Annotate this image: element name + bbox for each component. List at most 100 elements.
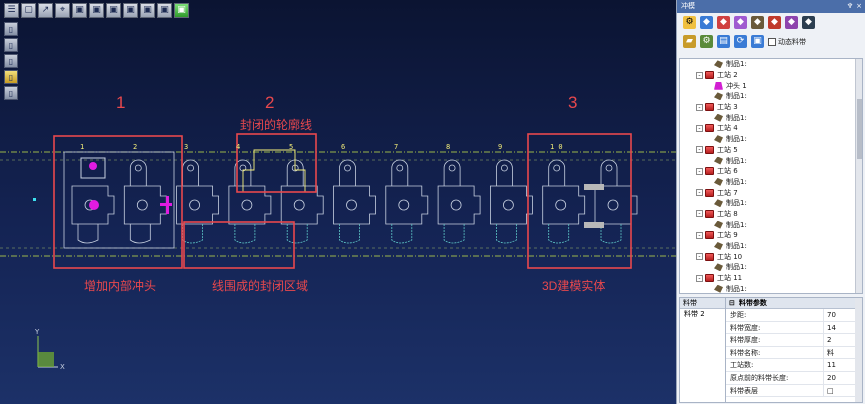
pan-icon[interactable]: ↗ <box>38 3 53 18</box>
layer-icon[interactable]: ▯ <box>4 38 18 52</box>
tree-station[interactable]: -工站 2 <box>680 70 862 81</box>
tree-label: 制品1: <box>726 242 747 251</box>
book-icon[interactable]: ▰ <box>683 35 696 48</box>
tree-leaf[interactable]: 制品1: <box>680 112 862 123</box>
prop-row[interactable]: 步距:70 <box>726 309 862 322</box>
props-scrollbar[interactable] <box>855 298 862 402</box>
prop-row[interactable]: 料带表层□ <box>726 384 862 398</box>
prop-value[interactable]: 2 <box>827 336 832 345</box>
tree-leaf[interactable]: 制品1: <box>680 155 862 166</box>
punch-icon[interactable]: ◆ <box>751 16 764 29</box>
strip-list-item[interactable]: 料带 2 <box>684 310 705 318</box>
refresh-icon[interactable]: ⟳ <box>734 35 747 48</box>
part-icon <box>714 199 723 208</box>
prop-value[interactable]: 14 <box>827 323 836 332</box>
tree-station[interactable]: -工站 8 <box>680 209 862 220</box>
part-icon <box>714 156 723 165</box>
prop-key: 工站数: <box>726 359 824 371</box>
tree-station[interactable]: - 工站 7 <box>680 187 862 198</box>
station-add-icon[interactable]: ◆ <box>717 16 730 29</box>
search-icon[interactable]: ⚙ <box>683 16 696 29</box>
collapse-icon[interactable]: - <box>696 210 703 218</box>
part-icon[interactable]: ◆ <box>734 16 747 29</box>
view-front-icon[interactable]: ▣ <box>89 3 104 18</box>
station-number: 9 <box>498 143 503 151</box>
prop-value[interactable]: □ <box>827 386 834 395</box>
report-icon[interactable]: ▣ <box>751 35 764 48</box>
close-icon[interactable]: × <box>856 2 862 10</box>
view-top-icon[interactable]: ▣ <box>106 3 121 18</box>
layer-icon[interactable]: ▯ <box>4 86 18 100</box>
axis-icon[interactable]: ⌖ <box>55 3 70 18</box>
station-icon <box>705 231 714 240</box>
collapse-icon[interactable]: - <box>696 253 703 261</box>
tree-leaf[interactable]: 制品1: <box>680 59 862 70</box>
tree-leaf[interactable]: 制品1: <box>680 177 862 188</box>
tree-station[interactable]: -工站 11 <box>680 273 862 284</box>
prop-value[interactable]: 70 <box>827 311 836 319</box>
tree-label: 工站 7 <box>717 188 738 197</box>
tree-label: 工站 5 <box>717 145 738 154</box>
prop-row[interactable]: 料带厚度:2 <box>726 334 862 347</box>
document-icon[interactable]: ▤ <box>717 35 730 48</box>
view-cube-icon[interactable]: ▣ <box>72 3 87 18</box>
view-shaded-icon[interactable]: ▣ <box>157 3 172 18</box>
station-icon <box>705 252 714 261</box>
tree-leaf[interactable]: 制品1: <box>680 241 862 252</box>
tree-leaf[interactable]: 制品1: <box>680 198 862 209</box>
layer-active-icon[interactable]: ▯ <box>4 70 18 84</box>
tree-leaf[interactable]: 制品1: <box>680 134 862 145</box>
prop-value[interactable]: 11 <box>827 361 836 370</box>
tree-station[interactable]: -工站 9 <box>680 230 862 241</box>
tree-label: 制品1: <box>726 284 747 293</box>
prop-value[interactable]: 20 <box>827 373 836 382</box>
checkbox-box[interactable] <box>768 37 776 46</box>
tree-leaf[interactable]: 冲头 1 <box>680 80 862 91</box>
collapse-icon[interactable]: - <box>696 274 703 282</box>
tree-station[interactable]: -工站 10 <box>680 251 862 262</box>
tree-station[interactable]: -工站 6 <box>680 166 862 177</box>
die-icon[interactable]: ◆ <box>802 16 815 29</box>
tree-station[interactable]: -工站 3 <box>680 102 862 113</box>
view-solid-icon[interactable]: ▣ <box>174 3 189 18</box>
collapse-icon[interactable]: - <box>696 124 703 132</box>
prop-value[interactable]: 料 <box>827 348 834 357</box>
view-right-icon[interactable]: ▣ <box>123 3 138 18</box>
prop-row[interactable]: 工站数:11 <box>726 359 862 372</box>
layer-icon[interactable]: ▯ <box>4 22 18 36</box>
strip-icon[interactable]: ◆ <box>700 16 713 29</box>
collapse-icon[interactable]: - <box>696 189 703 197</box>
gear-icon[interactable]: ⚙ <box>700 35 713 48</box>
select-icon[interactable]: ▢ <box>21 3 36 18</box>
props-header[interactable]: ⊟料带参数 <box>726 298 862 309</box>
prop-key: 步距: <box>726 309 824 321</box>
prop-row[interactable]: 料带宽度:14 <box>726 321 862 335</box>
collapse-icon[interactable]: - <box>696 71 703 79</box>
collapse-icon[interactable]: - <box>696 103 703 111</box>
view-iso-icon[interactable]: ▣ <box>140 3 155 18</box>
form-icon[interactable]: ◆ <box>768 16 781 29</box>
tree-leaf[interactable]: 制品1: <box>680 91 862 102</box>
tree-leaf[interactable]: 制品1: <box>680 219 862 230</box>
tree-leaf[interactable]: 制品1: <box>680 262 862 273</box>
tree-scrollbar[interactable] <box>855 59 862 293</box>
pin-icon[interactable]: ♆ <box>846 2 854 10</box>
collapse-icon[interactable]: - <box>696 167 703 175</box>
tree-station[interactable]: -工站 4 <box>680 123 862 134</box>
collapse-icon[interactable]: - <box>696 146 703 154</box>
strip-list: 料带 料带 2 <box>680 298 726 402</box>
prop-row[interactable]: 料带名称:料 <box>726 346 862 360</box>
part-profile <box>228 159 272 244</box>
panel-titlebar: 冲模 ♆ × <box>677 0 865 13</box>
prop-row[interactable]: 原点前的料带长度:20 <box>726 371 862 385</box>
tree-station[interactable]: - 工站 5 <box>680 145 862 156</box>
layer-icon[interactable]: ▯ <box>4 54 18 68</box>
station-number: 7 <box>394 143 399 151</box>
dynamic-strip-checkbox[interactable]: 动态料带 <box>768 37 806 47</box>
menu-icon[interactable]: ☰ <box>4 3 19 18</box>
bend-icon[interactable]: ◆ <box>785 16 798 29</box>
collapse-icon[interactable]: - <box>696 231 703 239</box>
tree-leaf[interactable]: 制品1: <box>680 283 862 293</box>
